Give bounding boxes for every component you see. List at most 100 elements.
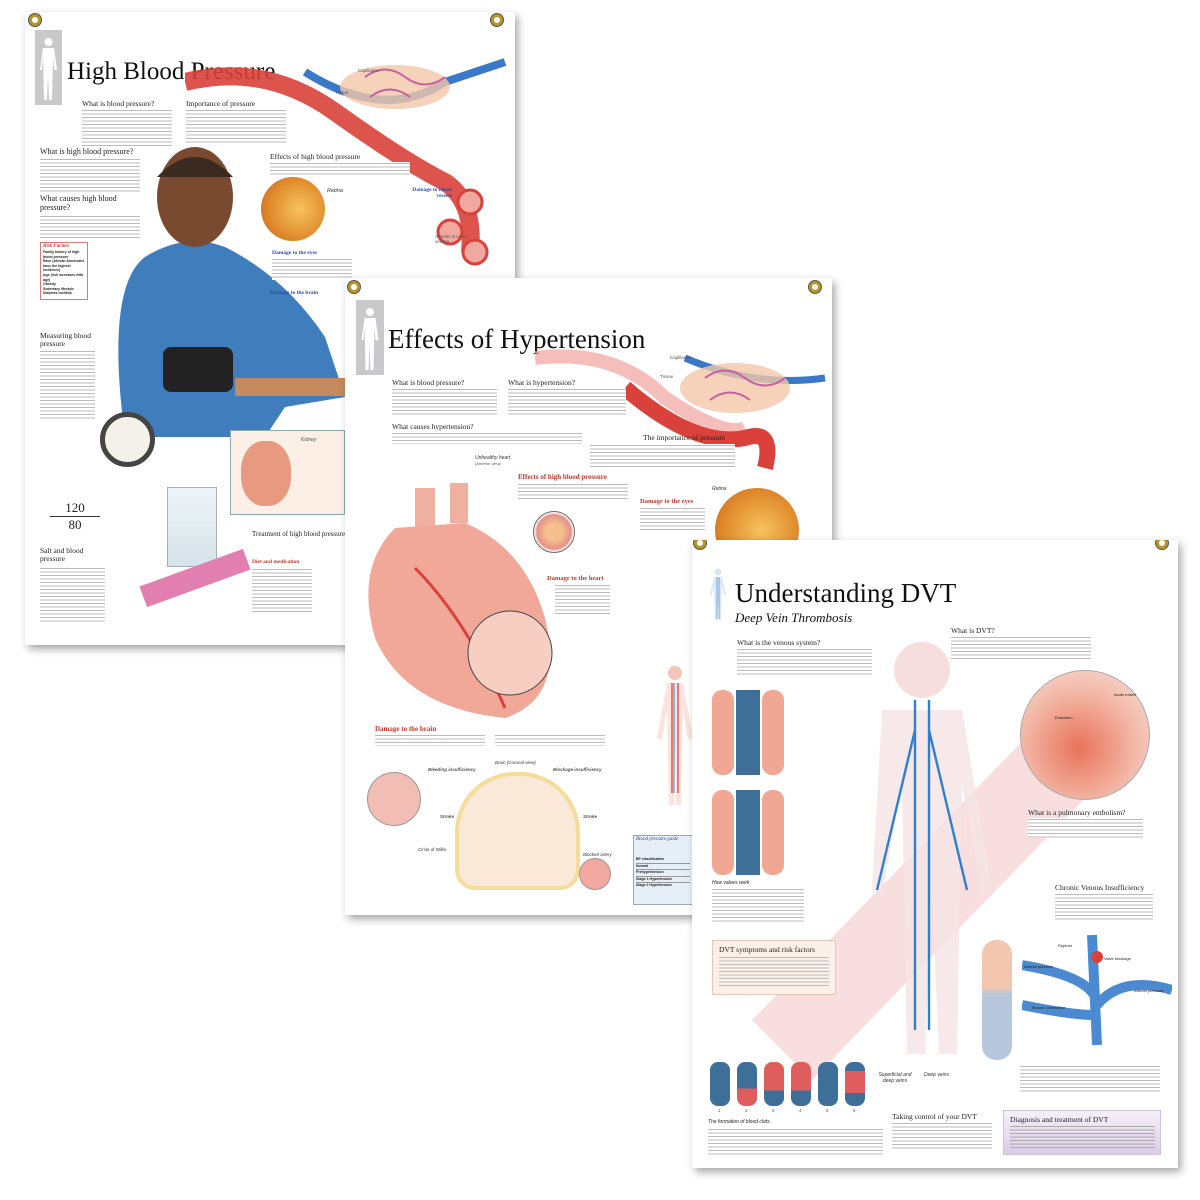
heading: Damage to blood vessels <box>412 187 452 199</box>
patient-illustration <box>118 147 345 437</box>
artery-cross-section <box>533 511 575 553</box>
guide-row: Normal <box>636 862 690 870</box>
label-rupture: Rupture <box>1058 943 1073 948</box>
risk-item: Obesity <box>43 282 56 287</box>
label-heart-view: Unhealthy heart <box>475 455 511 461</box>
clot-step-number: 3 <box>772 1108 775 1113</box>
poster-title: Effects of Hypertension <box>388 324 646 354</box>
label-blockage: Blockage insufficiency <box>553 767 602 772</box>
label-muscle-contraction: Muscle contraction <box>1032 1005 1066 1010</box>
label-circle-of-willis: Circle of Willis <box>418 847 447 852</box>
guide-row: BP classification <box>636 857 664 861</box>
artery-illustration <box>185 58 507 266</box>
heading: What is a pulmonary embolism? <box>1028 808 1126 817</box>
pulmonary-embolism-inset <box>1020 670 1150 800</box>
heading: How valves work <box>712 880 750 886</box>
glass-illustration <box>167 487 217 567</box>
label-stroke: Stroke <box>583 814 598 819</box>
kidney-inset: Kidney <box>230 430 345 515</box>
heading: The importance of pressure <box>643 433 726 442</box>
venous-system-illustration <box>872 642 992 1054</box>
guide-row: Stage 1 Hypertension <box>636 875 690 883</box>
cvi-vein-illustration <box>1022 935 1172 1045</box>
valve-illustration <box>712 690 784 875</box>
label-blocked-artery: Blocked artery <box>583 852 612 857</box>
clot-step-number: 5 <box>826 1108 829 1113</box>
label-acute-infarct: Acute infarct <box>1114 692 1137 697</box>
risk-item: Diabetes mellitus <box>43 291 72 296</box>
heading: Damage to the brain <box>270 290 319 296</box>
circulatory-figure-illustration <box>657 666 693 805</box>
bp-reading: 120 80 <box>50 500 100 533</box>
leg-illustration <box>982 940 1012 1060</box>
label-retina: Retina <box>712 486 727 492</box>
risk-item: Family history of high blood pressure <box>43 250 80 259</box>
label-arteries: Arteries in cross-section <box>435 234 469 244</box>
label-embolism: Embolism <box>1055 715 1073 720</box>
heading: Diet and medication <box>252 559 300 565</box>
heading: Damage to the eyes <box>272 250 318 256</box>
grommet <box>491 14 503 26</box>
blood-clot-illustrations: 1 2 3 4 5 6 <box>710 1062 870 1116</box>
label-stroke: Stroke <box>440 814 455 819</box>
heading: The formation of blood clots <box>708 1119 770 1125</box>
label-retina: Retina <box>327 188 343 194</box>
poster-understanding-dvt: Understanding DVT Deep Vein Thrombosis W… <box>692 540 1178 1168</box>
heading: Measuring blood pressure <box>40 331 92 348</box>
grommet <box>1156 540 1168 549</box>
heading: Effects of high blood pressure <box>518 473 607 481</box>
heading: What is hypertension? <box>508 378 576 387</box>
artery-illustration <box>535 349 826 470</box>
label-valve-blockage: Valve blockage <box>1104 956 1131 961</box>
grommet <box>348 281 360 293</box>
bleeding-inset <box>367 772 421 826</box>
clot-step-number: 2 <box>745 1108 748 1113</box>
risk-item: Sedentary lifestyle <box>43 286 74 291</box>
poster-title: Understanding DVT <box>735 578 957 608</box>
label-capillaries: Capillaries <box>670 355 692 360</box>
label-brain-view: Brain (Coronal view) <box>495 760 536 765</box>
heading: Taking control of your DVT <box>892 1112 977 1121</box>
dvt-symptoms-box: DVT symptoms and risk factors <box>712 940 836 995</box>
risk-factors-box: Risk Factors Family history of high bloo… <box>40 242 88 300</box>
heading: Effects of high blood pressure <box>270 152 361 161</box>
gauge-illustration <box>100 412 155 467</box>
label-arterial-pressure: Arterial pressure <box>1024 964 1054 969</box>
retina-illustration <box>261 177 325 241</box>
grommet <box>29 14 41 26</box>
clot-step-number: 1 <box>718 1108 721 1113</box>
clot-step-number: 4 <box>799 1108 802 1113</box>
poster-subtitle: Deep Vein Thrombosis <box>735 610 853 625</box>
label-deep-veins: Deep veins <box>924 1072 950 1078</box>
heading: Salt and blood pressure <box>40 546 84 563</box>
label-arterial-pressure: Arterial pressure <box>1134 988 1164 993</box>
bp-guide-box: Blood pressure guide BP classification N… <box>633 835 693 905</box>
body-figure-icon <box>710 568 726 620</box>
label-bleeding: Bleeding insufficiency <box>428 767 476 772</box>
heading: What causes high blood pressure? <box>40 194 117 212</box>
heading: Treatment of high blood pressure <box>252 530 346 538</box>
heading: What is blood pressure? <box>82 99 155 108</box>
guide-row: Stage 2 Hypertension <box>636 882 690 889</box>
heading: Chronic Venous Insufficiency <box>1055 883 1145 892</box>
clot-step-number: 6 <box>853 1108 856 1113</box>
heading: Damage to the heart <box>547 575 604 582</box>
heading: Importance of pressure <box>186 99 256 108</box>
guide-row: Prehypertension <box>636 869 690 876</box>
heading: What is blood pressure? <box>392 378 465 387</box>
label-tissue: Tissue <box>335 90 349 95</box>
grommet <box>809 281 821 293</box>
risk-item: Age (risk increases with age) <box>43 272 84 282</box>
heart-illustration <box>368 483 553 718</box>
label-capillaries: Capillaries <box>358 68 380 73</box>
brain-illustration <box>455 772 580 890</box>
blocked-artery-inset <box>579 858 611 890</box>
body-figure-icon <box>356 300 384 375</box>
risk-item: Race (African Americans have the highest… <box>43 259 85 273</box>
heading: Damage to the eyes <box>640 498 694 505</box>
label-tissue: Tissue <box>660 374 674 379</box>
body-figure-icon <box>35 30 62 105</box>
heading: What causes hypertension? <box>392 422 474 431</box>
grommet <box>694 540 706 549</box>
heading: What is DVT? <box>951 626 995 635</box>
